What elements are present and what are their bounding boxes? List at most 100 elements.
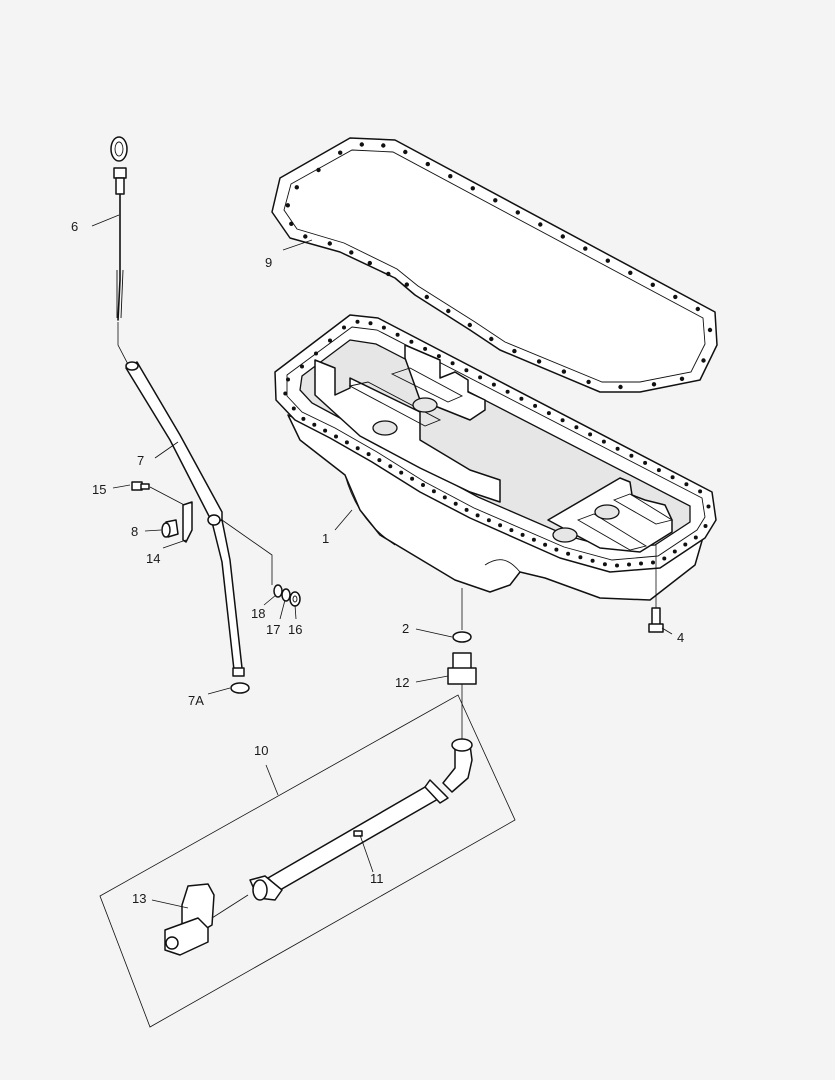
bolt-hole: [453, 501, 458, 506]
bolt-hole: [486, 518, 491, 523]
bolt-hole: [662, 556, 667, 561]
bolt-hole: [493, 198, 498, 203]
bolt-hole: [629, 453, 634, 458]
bolt-hole: [431, 489, 436, 494]
bolt-hole: [349, 250, 354, 255]
bolt-hole: [588, 432, 593, 437]
callout-17: 17: [266, 622, 280, 637]
bolt-hole: [533, 403, 538, 408]
bolt-hole: [359, 142, 364, 147]
bolt-hole: [464, 507, 469, 512]
callout-1: 1: [322, 531, 329, 546]
callout-9: 9: [265, 255, 272, 270]
bolt-hole: [381, 325, 386, 330]
bolt-hole: [342, 325, 346, 330]
bolt-hole: [627, 562, 631, 567]
callout-10: 10: [254, 743, 268, 758]
bolt-hole: [377, 458, 382, 463]
bolt-hole: [707, 327, 713, 333]
bolt-hole: [355, 319, 360, 324]
bolt-hole: [566, 551, 571, 556]
bolt-hole: [602, 562, 607, 567]
bolt-hole: [651, 560, 655, 565]
bolt-hole: [639, 561, 643, 566]
bolt-hole: [294, 185, 299, 190]
bolt-hole: [679, 376, 685, 381]
bolt-hole: [706, 504, 711, 509]
bolt-4: [648, 545, 664, 633]
callout-2: 2: [402, 621, 409, 636]
bolt-hole: [656, 468, 661, 473]
kit-outline: [99, 694, 516, 1028]
bolt-hole: [436, 354, 441, 359]
bolt-hole: [399, 470, 404, 475]
bolt-hole: [314, 351, 318, 356]
bolt-hole: [395, 332, 400, 337]
callout-12: 12: [395, 675, 409, 690]
oil-pan: [274, 314, 717, 601]
bolt-hole: [546, 411, 551, 416]
bolt-hole: [334, 434, 338, 439]
bolt-hole: [498, 523, 503, 528]
oil-pan-gasket: [271, 137, 718, 393]
bolt-hole: [512, 348, 517, 354]
bolt-hole: [491, 382, 496, 387]
bolt-hole: [574, 425, 579, 430]
bolt-hole: [388, 464, 393, 469]
bolt-hole: [300, 364, 304, 369]
bolt-hole: [583, 246, 588, 251]
bolt-hole: [683, 542, 688, 547]
bolt-hole: [560, 234, 565, 239]
bolt-hole: [693, 535, 698, 540]
bolt-hole: [684, 482, 689, 487]
bolt-hole: [403, 149, 408, 155]
bolt-hole: [670, 475, 675, 480]
bolt-hole: [536, 359, 542, 364]
bolt-hole: [368, 321, 373, 326]
callout-16: 16: [288, 622, 302, 637]
bolt-hole: [628, 270, 633, 275]
bolt-hole: [386, 271, 391, 277]
bolt-hole: [489, 336, 494, 342]
bolt-hole: [561, 369, 567, 374]
callout-labels: 1 2 4 6 7 7A 8 9 10 11 12 13 14 15 16 17…: [71, 219, 684, 906]
bolt-hole: [698, 489, 703, 494]
bolt-hole: [448, 174, 453, 179]
bolt-hole: [344, 440, 349, 445]
callout-11: 11: [370, 871, 384, 886]
bolt-hole: [425, 161, 430, 167]
bolt-hole: [327, 241, 332, 246]
bolt-hole: [578, 555, 583, 560]
bolt-hole: [554, 547, 559, 552]
bolt-hole: [286, 377, 290, 382]
bolt-hole: [410, 476, 415, 481]
bolt-hole: [515, 210, 520, 215]
bolt-hole: [367, 260, 372, 266]
callout-7a: 7A: [188, 693, 204, 708]
bolt-hole: [381, 143, 386, 148]
bolt-hole: [312, 422, 317, 427]
bolt-hole: [672, 549, 677, 554]
bolt-hole: [538, 222, 543, 227]
callout-18: 18: [251, 606, 265, 621]
bolt-hole: [446, 308, 451, 314]
dipstick: [110, 136, 133, 373]
spacer-8: [161, 519, 179, 538]
bolt-hole: [618, 384, 623, 390]
connector-12: [447, 652, 477, 742]
bolt-hole: [316, 167, 321, 173]
bolt-hole: [615, 563, 619, 568]
bolt-hole: [404, 282, 409, 287]
callout-4: 4: [677, 630, 684, 645]
bolt-hole: [475, 513, 480, 518]
bolt-hole: [421, 483, 425, 487]
bolt-hole: [291, 406, 296, 411]
bolt-hole: [424, 294, 429, 300]
bolt-15: [131, 481, 191, 509]
bolt-hole: [285, 203, 290, 208]
bolt-hole: [289, 221, 294, 226]
dipstick-tube: [125, 361, 250, 694]
bolt-hole: [519, 396, 524, 401]
bolt-hole: [703, 524, 708, 528]
